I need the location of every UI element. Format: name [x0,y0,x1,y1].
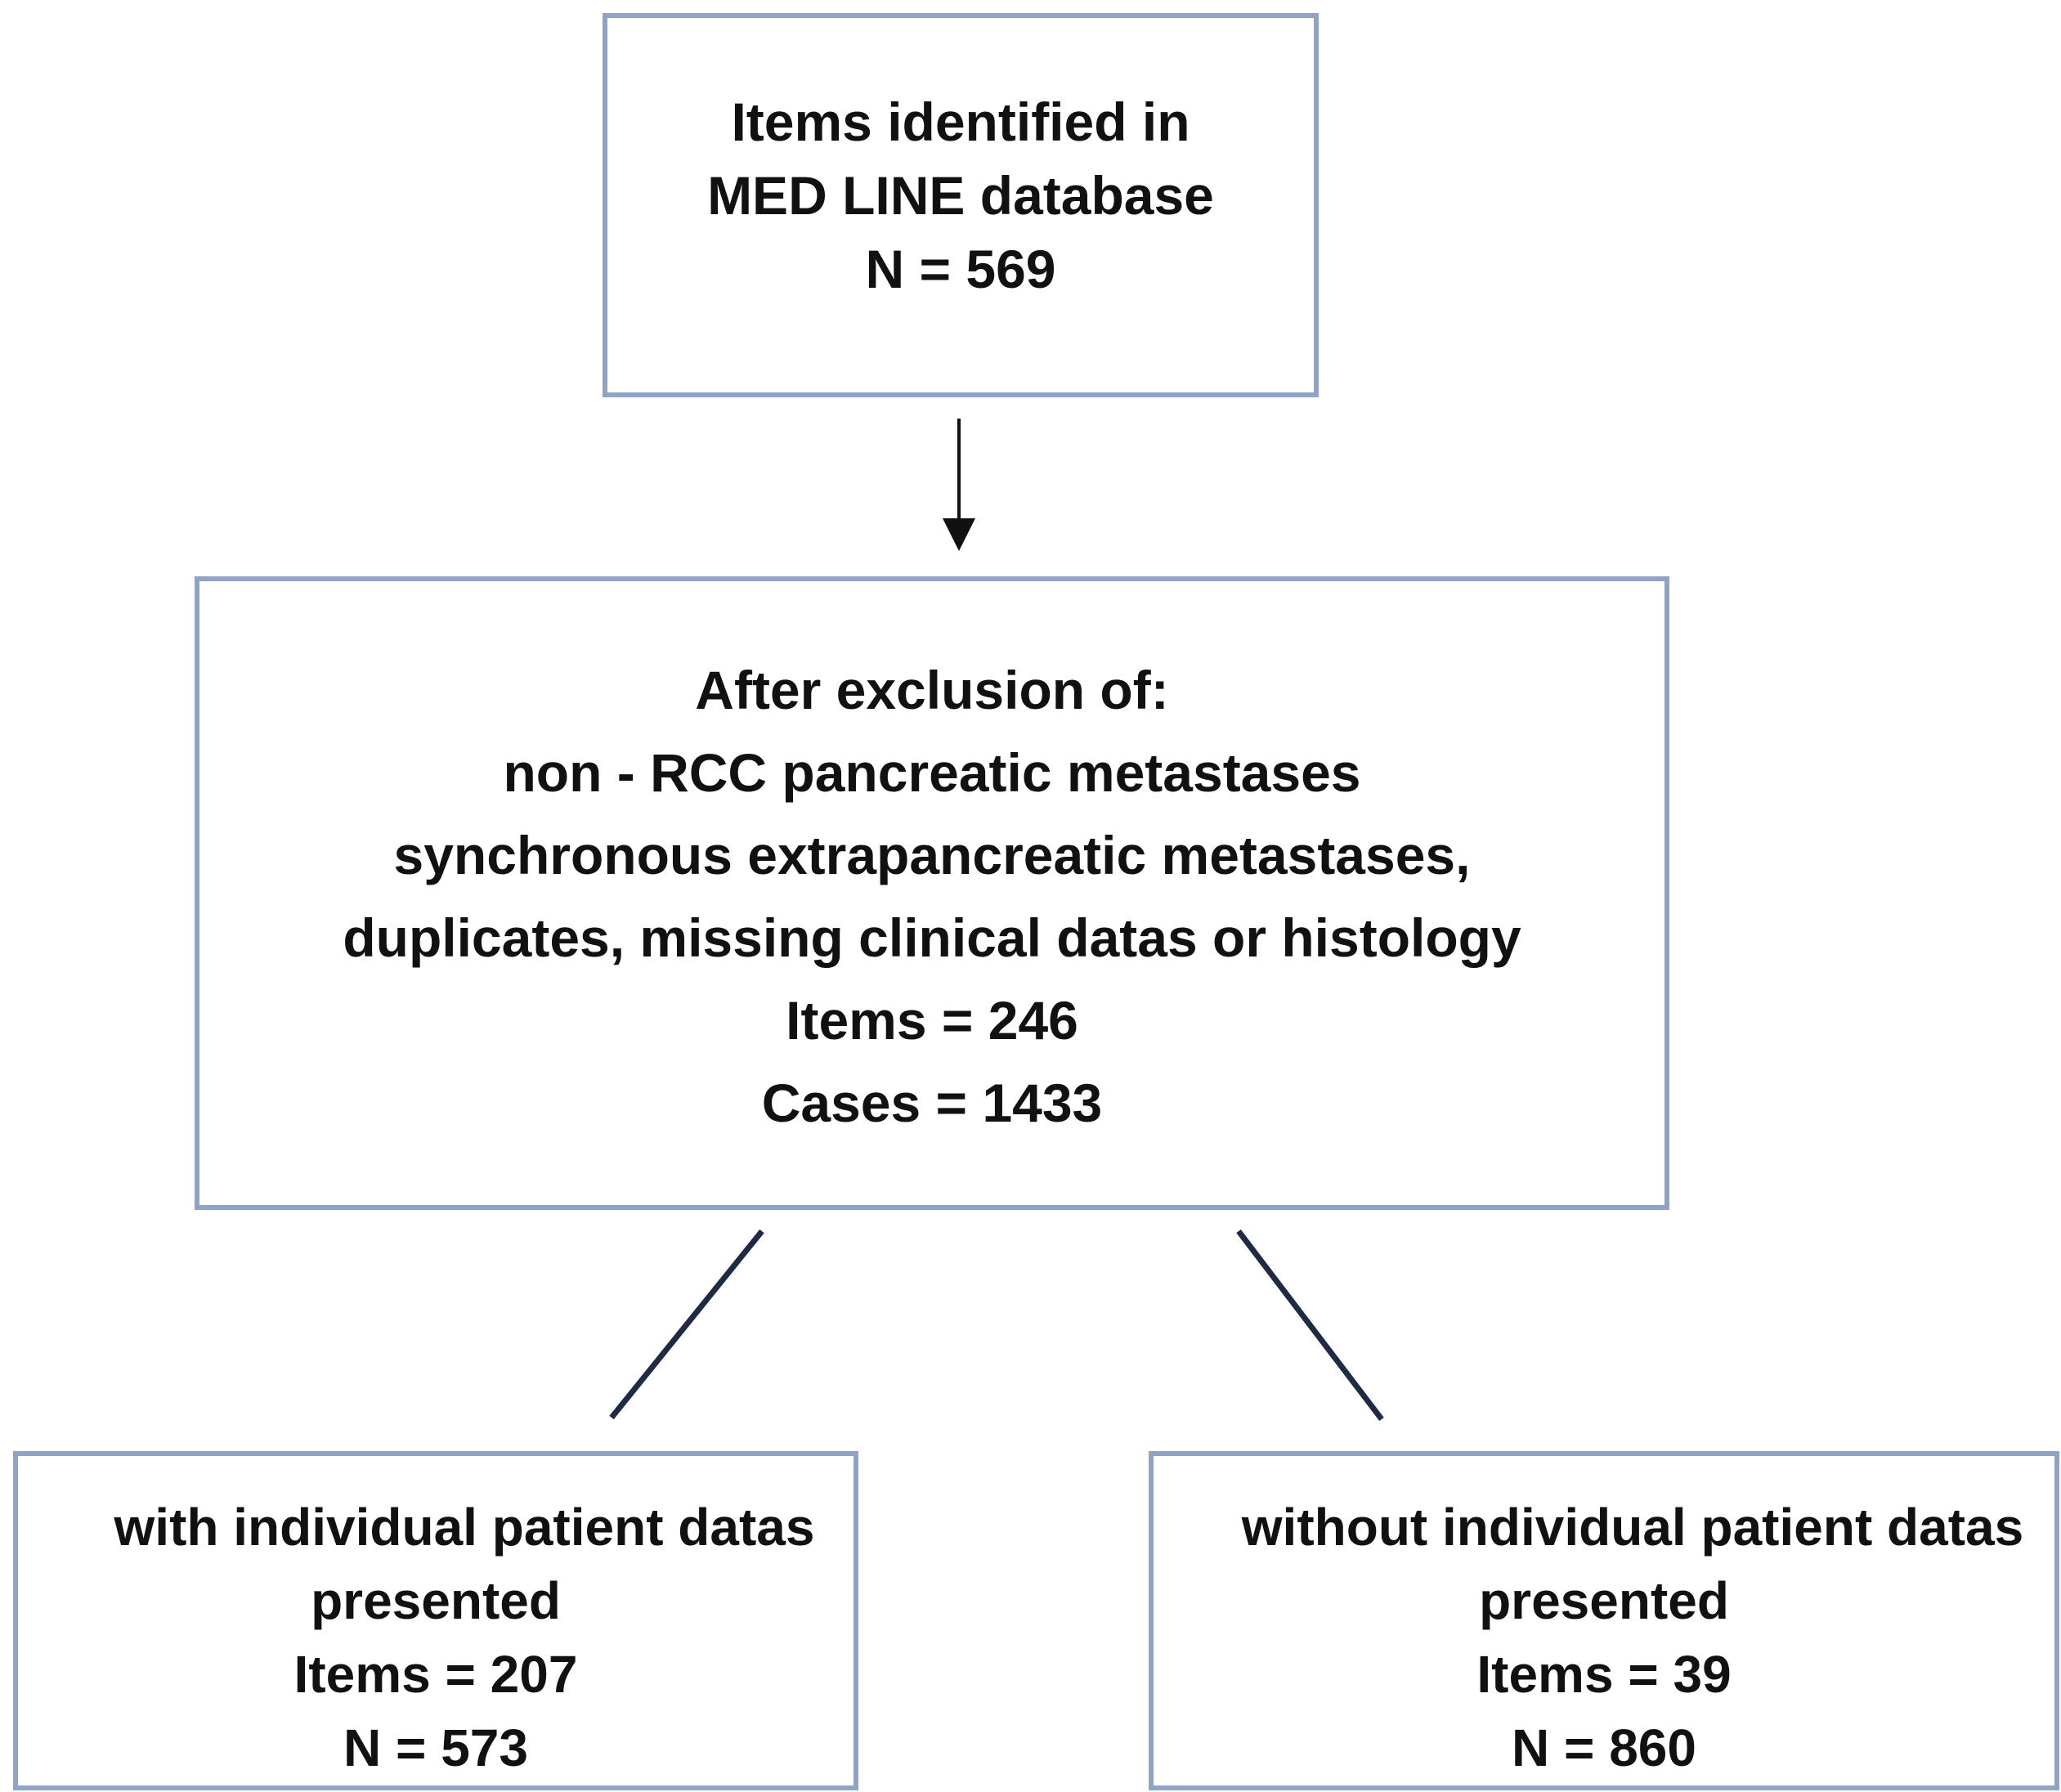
with-individual-n-count: N = 573 [343,1718,528,1777]
identified-line-2: MED LINE database [707,165,1214,226]
without-individual-n-count: N = 860 [1512,1718,1696,1777]
with-individual-items-count: Items = 207 [293,1645,578,1704]
exclusion-heading: After exclusion of: [695,660,1169,720]
with-individual-line-2: presented [311,1571,561,1630]
identified-count: N = 569 [865,239,1056,299]
exclusion-box: After exclusion of: non - RCC pancreatic… [195,576,1669,1210]
connector-exclusion-to-without [1236,1229,1384,1422]
exclusion-items-count: Items = 246 [786,990,1078,1051]
exclusion-criterion-3: duplicates, missing clinical datas or hi… [343,907,1521,968]
without-individual-box: without individual patient datas present… [1149,1451,2059,1790]
identified-line-1: Items identified in [731,92,1190,152]
without-individual-line-1: without individual patient datas [1241,1498,2024,1557]
without-individual-items-count: Items = 39 [1476,1645,1732,1704]
connector-exclusion-to-with [609,1229,764,1420]
exclusion-criterion-1: non - RCC pancreatic metastases [503,742,1361,803]
exclusion-criterion-2: synchronous extrapancreatic metastases, [393,825,1471,885]
with-individual-box: with individual patient datas presented … [13,1451,858,1790]
exclusion-cases-count: Cases = 1433 [761,1073,1103,1133]
without-individual-line-2: presented [1479,1571,1729,1630]
identified-box: Items identified in MED LINE database N … [603,13,1319,397]
with-individual-line-1: with individual patient datas [114,1498,815,1557]
